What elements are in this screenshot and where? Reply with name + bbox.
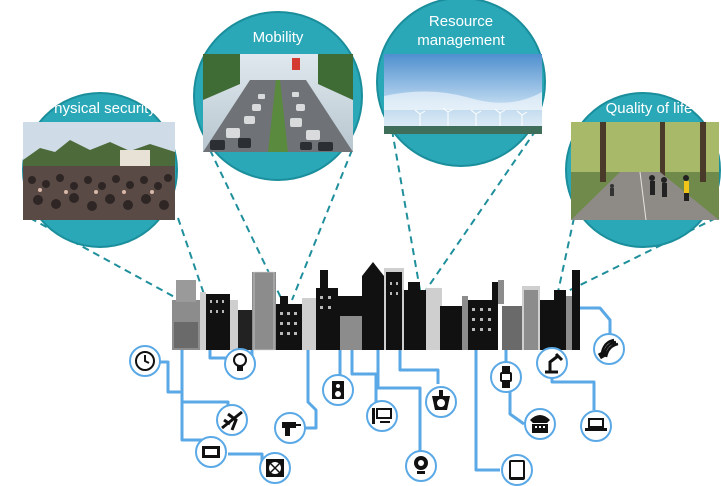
- bubble-title-resource-management-line2: management: [417, 32, 505, 49]
- scale-icon: [425, 386, 457, 418]
- bubble-title-quality-of-life: Quality of life: [606, 100, 693, 117]
- bubble-quality-of-life: Quality of life: [565, 92, 721, 248]
- webcam-icon: [405, 450, 437, 482]
- bubble-title-resource-management-line1: Resource: [429, 13, 493, 30]
- fan-icon: [259, 452, 291, 484]
- photo-park-joggers: [571, 122, 719, 220]
- bubble-physical-security: Physical security: [22, 92, 178, 248]
- photo-wind-turbines: [384, 54, 542, 134]
- drill-icon: [274, 412, 306, 444]
- airplane-icon: [216, 404, 248, 436]
- desk-lamp-icon: [536, 347, 568, 379]
- tablet-icon: [501, 454, 533, 486]
- telephone-icon: [524, 408, 556, 440]
- energy-bulb-icon: [593, 333, 625, 365]
- speaker-icon: [322, 374, 354, 406]
- photo-highway: [203, 54, 353, 152]
- smartwatch-icon: [490, 361, 522, 393]
- photo-crowd: [23, 122, 175, 220]
- bubble-resource-management: Resource management: [376, 0, 546, 167]
- laptop-icon: [580, 410, 612, 442]
- city-skyline: [172, 262, 580, 351]
- bubble-title-mobility: Mobility: [253, 29, 304, 46]
- clock-icon: [129, 345, 161, 377]
- tv-icon: [195, 436, 227, 468]
- computer-icon: [366, 400, 398, 432]
- bubble-mobility: Mobility: [193, 11, 363, 181]
- lightbulb-icon: [224, 348, 256, 380]
- bubble-title-physical-security: Physical security: [44, 100, 156, 117]
